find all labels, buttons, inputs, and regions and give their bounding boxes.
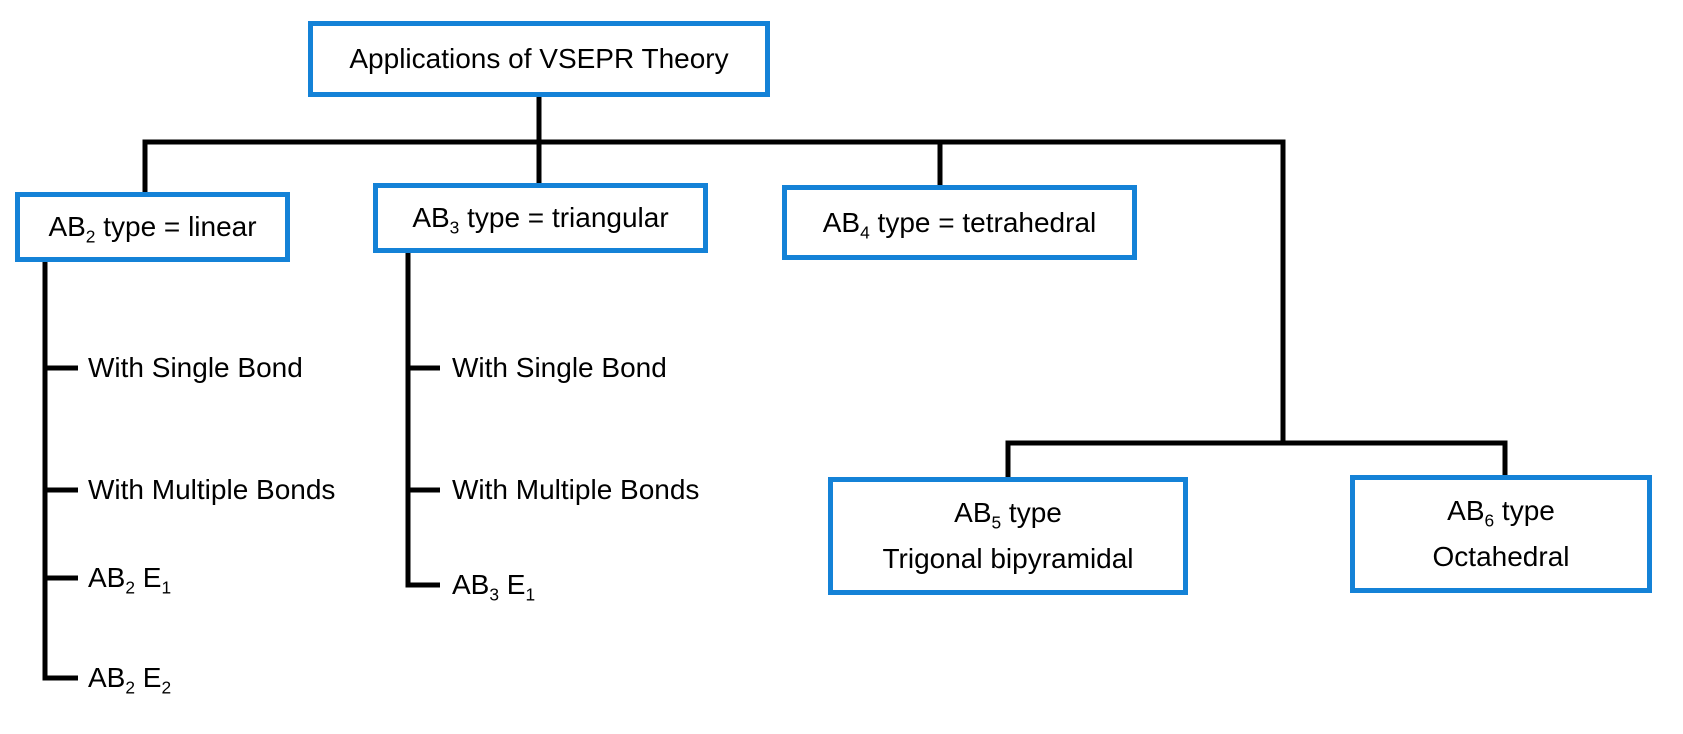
- node-ab4-label: AB4 type = tetrahedral: [822, 206, 1097, 243]
- node-ab3-box: AB3 type = triangular: [373, 183, 708, 253]
- node-ab3-label: AB3 type = triangular: [412, 202, 669, 238]
- leaf-ab3-with-multiple-bonds: With Multiple Bonds: [452, 474, 700, 505]
- connector-level1-elbow: [142, 139, 1286, 443]
- connector-ab2-branch: [42, 262, 78, 681]
- leaf-ab2-e1: AB2 E1: [88, 562, 172, 598]
- leaf-ab2-with-single-bond: With Single Bond: [88, 352, 303, 383]
- leaf-ab3-with-single-bond: With Single Bond: [452, 352, 667, 383]
- node-ab5-label-line2: Trigonal bipyramidal: [882, 543, 1134, 574]
- node-root-label: Applications of VSEPR Theory: [349, 43, 729, 74]
- node-ab5-label-line1: AB5 type: [954, 497, 1062, 533]
- node-ab6-label-line1: AB6 type: [1447, 495, 1555, 531]
- node-ab4-box: AB4 type = tetrahedral: [782, 185, 1137, 260]
- node-ab5-box: AB5 type Trigonal bipyramidal: [828, 477, 1188, 595]
- node-ab6-box: AB6 type Octahedral: [1350, 475, 1652, 593]
- connector-level2-elbow: [1005, 440, 1508, 477]
- node-ab2-label: AB2 type = linear: [48, 211, 257, 247]
- node-ab2-box: AB2 type = linear: [15, 192, 290, 262]
- leaf-ab2-with-multiple-bonds: With Multiple Bonds: [88, 474, 336, 505]
- leaf-ab2-e2: AB2 E2: [88, 662, 172, 698]
- node-ab6-label-line2: Octahedral: [1432, 541, 1570, 572]
- leaf-ab3-e1: AB3 E1: [452, 569, 536, 605]
- connector-ab3-branch: [405, 253, 440, 588]
- node-root-box: Applications of VSEPR Theory: [308, 21, 770, 97]
